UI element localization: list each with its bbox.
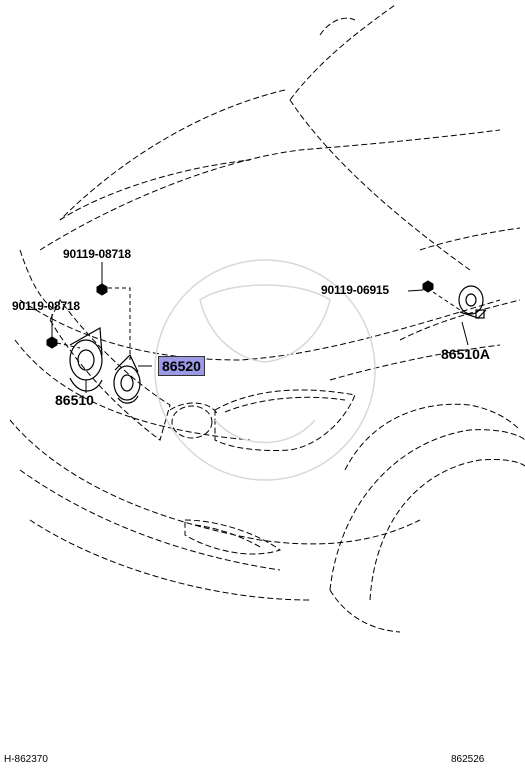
- hood-right-edge: [419, 227, 521, 251]
- dashed-leaders: [56, 287, 461, 360]
- diagram-code-right: 862526: [451, 754, 485, 765]
- hood-top-line: [319, 17, 356, 36]
- fender-line: [329, 344, 501, 381]
- wheel-inner: [369, 459, 525, 601]
- horn-part-number-low: 86510: [55, 392, 94, 408]
- grille-outline: [49, 299, 171, 441]
- headlamp-outer: [214, 389, 356, 451]
- bumper-lower: [29, 519, 311, 601]
- horn-part-number-highlighted[interactable]: 86520: [158, 356, 205, 376]
- turn-lamp: [171, 405, 213, 439]
- horn-86520-drawing: [113, 353, 141, 404]
- grille-left: [19, 249, 56, 311]
- bolt-part-number-left: 90119-08718: [12, 299, 80, 313]
- bolt-upper-icon: [96, 283, 108, 296]
- hood-front-edge: [39, 129, 501, 251]
- headlamp-inner: [224, 396, 346, 413]
- bolt-part-number-right: 90119-06915: [321, 283, 389, 297]
- bumper-top: [19, 299, 501, 361]
- bolt-part-number-upper: 90119-08718: [63, 247, 131, 261]
- fender-arch: [344, 403, 521, 471]
- bumper-line-4: [19, 469, 281, 571]
- diagram-code-left: H-862370: [4, 754, 48, 765]
- wheel-outer: [329, 429, 525, 591]
- watermark-logo: [154, 259, 376, 481]
- body-side: [399, 299, 521, 341]
- hood-edge: [289, 4, 396, 101]
- hood-center-line: [289, 99, 471, 271]
- hood-ridge: [59, 89, 286, 221]
- turn-lamp-trim: [169, 402, 219, 416]
- bumper-line-2: [14, 339, 251, 441]
- leader-lines: [51, 262, 469, 393]
- bolt-left-icon: [46, 336, 58, 349]
- bumper-line-3: [9, 419, 421, 545]
- horn-86510a-drawing: [458, 285, 487, 319]
- fog-lamp-inner: [194, 524, 263, 549]
- bolt-right-icon: [422, 280, 434, 293]
- hood-fold: [59, 159, 251, 221]
- wheel-bottom: [329, 589, 401, 633]
- fog-lamp: [184, 519, 282, 555]
- horn-part-number-right: 86510A: [441, 346, 491, 362]
